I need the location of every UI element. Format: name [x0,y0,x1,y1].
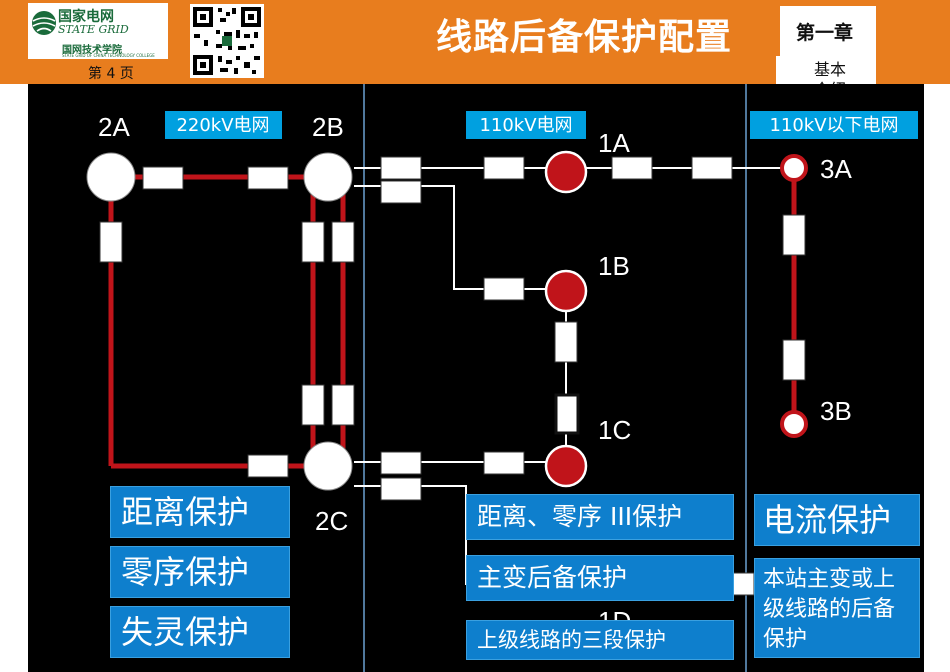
protection-220kv-distance: 距离保护 [110,486,290,538]
breaker [483,156,525,180]
state-grid-logo [28,3,168,59]
breaker [99,221,123,263]
breaker [247,166,289,190]
breaker [380,180,422,204]
protection-110kv-upper-line: 上级线路的三段保护 [466,620,734,660]
protection-110kv-transformer-backup: 主变后备保护 [466,555,734,601]
subnav-line-1: 基本 [813,60,846,79]
breaker [483,277,525,301]
breaker [611,156,653,180]
node-label-3B: 3B [820,396,852,426]
protection-110kv-distance: 距离、零序 III保护 [466,494,734,540]
node-label-2A: 2A [98,112,130,142]
breaker [331,384,355,426]
node-label-1A: 1A [598,128,630,158]
breakers [99,156,806,596]
protection-low-backup: 本站主变或上级线路的后备保护 [754,558,920,658]
node-3B [780,410,808,438]
chapter-label: 第一章 [796,22,854,44]
region-tag-low-text: 110kV以下电网 [769,115,898,136]
breaker [142,166,184,190]
breaker [782,339,806,381]
breaker [301,384,325,426]
region-tag-110kv [466,111,586,139]
logo-en-text: STATE GRID [58,23,129,36]
node-2C [303,441,353,491]
breaker [247,454,289,478]
protection-220kv-breaker-failure: 失灵保护 [110,606,290,658]
node-label-1B: 1B [598,251,630,281]
region-tag-low [750,111,918,139]
chapter-box [780,6,876,56]
protection-low-current: 电流保护 [754,494,920,546]
logo-school-text: 国网技术学院 [62,45,122,56]
protection-220kv-zero-sequence: 零序保护 [110,546,290,598]
breaker [691,156,733,180]
qr-code [190,4,264,78]
node-2A [86,152,136,202]
breaker [731,572,755,596]
logo-cn-text: 国家电网 [58,9,114,25]
node-2B [303,152,353,202]
nodes-low [780,154,808,438]
region-tag-220kv [165,111,282,139]
node-label-2B: 2B [312,112,344,142]
breaker [380,451,422,475]
logo-school-en-text: STATE GRID OF CHINA TECHNOLOGY COLLEGE [62,53,155,58]
breaker [554,321,578,363]
node-label-3A: 3A [820,154,852,184]
slide-title: 线路后备保护配置 [436,17,733,58]
breaker [782,214,806,256]
breaker [380,477,422,501]
node-label-1C: 1C [598,415,631,445]
nodes-220kv [86,152,353,491]
globe-icon [32,11,56,35]
breaker [331,221,355,263]
page-number: 第 4 页 [88,66,134,82]
node-1B [544,269,588,313]
region-tag-220kv-text: 220kV电网 [176,115,269,136]
breaker [380,156,422,180]
node-label-2C: 2C [315,506,348,536]
node-3A [780,154,808,182]
transformer-icon [554,393,580,435]
region-tag-110kv-text: 110kV电网 [479,115,572,136]
nodes-110kv [544,150,588,488]
breaker [483,451,525,475]
node-1A [544,150,588,194]
node-1C [544,444,588,488]
breaker [301,221,325,263]
